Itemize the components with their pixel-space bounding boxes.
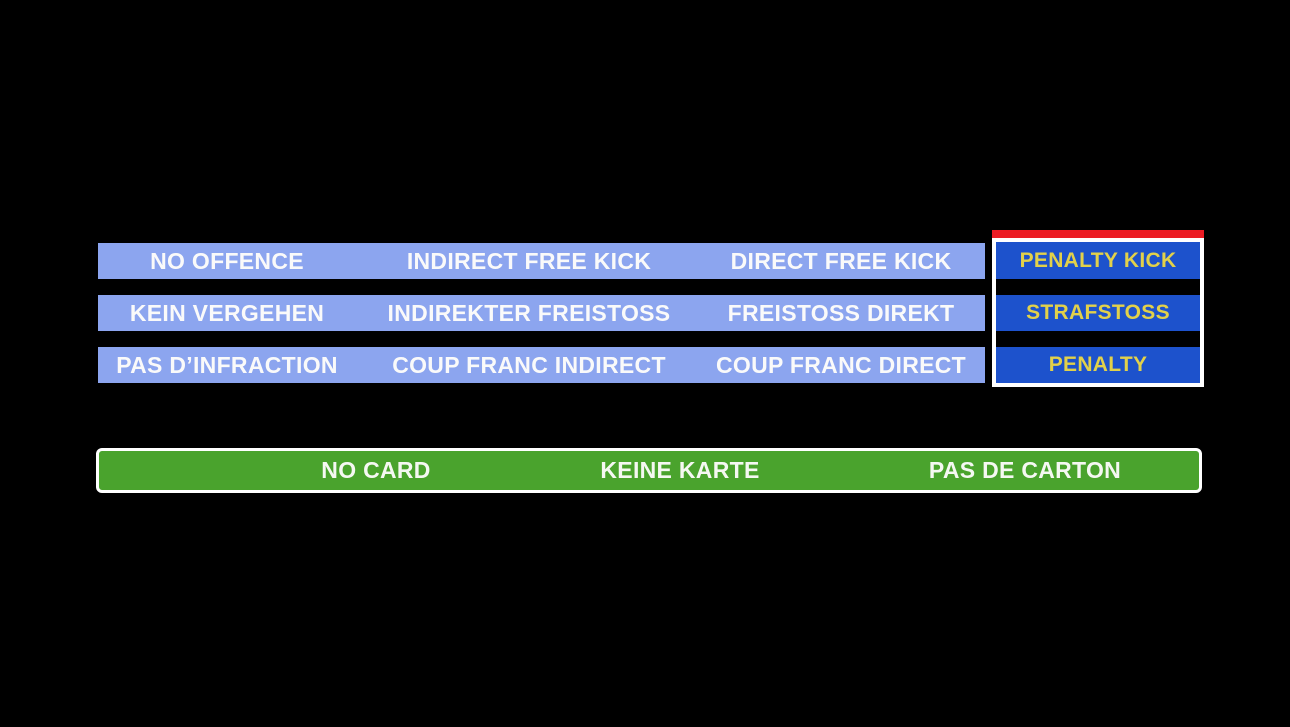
selected-column-box: PENALTY KICK STRAFSTOSS PENALTY: [992, 238, 1204, 387]
card-keine-karte: KEINE KARTE: [600, 457, 760, 483]
selected-column-marker: [992, 230, 1204, 238]
card-pas-de-carton: PAS DE CARTON: [928, 457, 1122, 483]
option-penalty-selected: PENALTY: [996, 347, 1200, 383]
option-kein-vergehen: KEIN VERGEHEN: [129, 300, 325, 326]
option-coup-franc-indirect: COUP FRANC INDIRECT: [392, 352, 666, 378]
card-no-card: NO CARD: [321, 457, 431, 483]
option-indirect-free-kick: INDIRECT FREE KICK: [406, 248, 652, 274]
decision-row-english: NO OFFENCE INDIRECT FREE KICK DIRECT FRE…: [98, 243, 985, 279]
option-coup-franc-direct: COUP FRANC DIRECT: [715, 352, 967, 378]
option-indirekter-freistoss: INDIREKTER FREISTOSS: [387, 300, 671, 326]
option-no-offence: NO OFFENCE: [150, 248, 304, 274]
option-penalty-kick-selected: PENALTY KICK: [996, 242, 1200, 279]
option-pas-d-infraction: PAS D’INFRACTION: [116, 352, 338, 378]
decision-row-french: PAS D’INFRACTION COUP FRANC INDIRECT COU…: [98, 347, 985, 383]
card-decision-bar: NO CARD KEINE KARTE PAS DE CARTON: [96, 448, 1202, 493]
option-freistoss-direkt: FREISTOSS DIREKT: [727, 300, 955, 326]
option-strafstoss-selected: STRAFSTOSS: [996, 295, 1200, 331]
decision-row-german: KEIN VERGEHEN INDIREKTER FREISTOSS FREIS…: [98, 295, 985, 331]
option-direct-free-kick: DIRECT FREE KICK: [730, 248, 952, 274]
